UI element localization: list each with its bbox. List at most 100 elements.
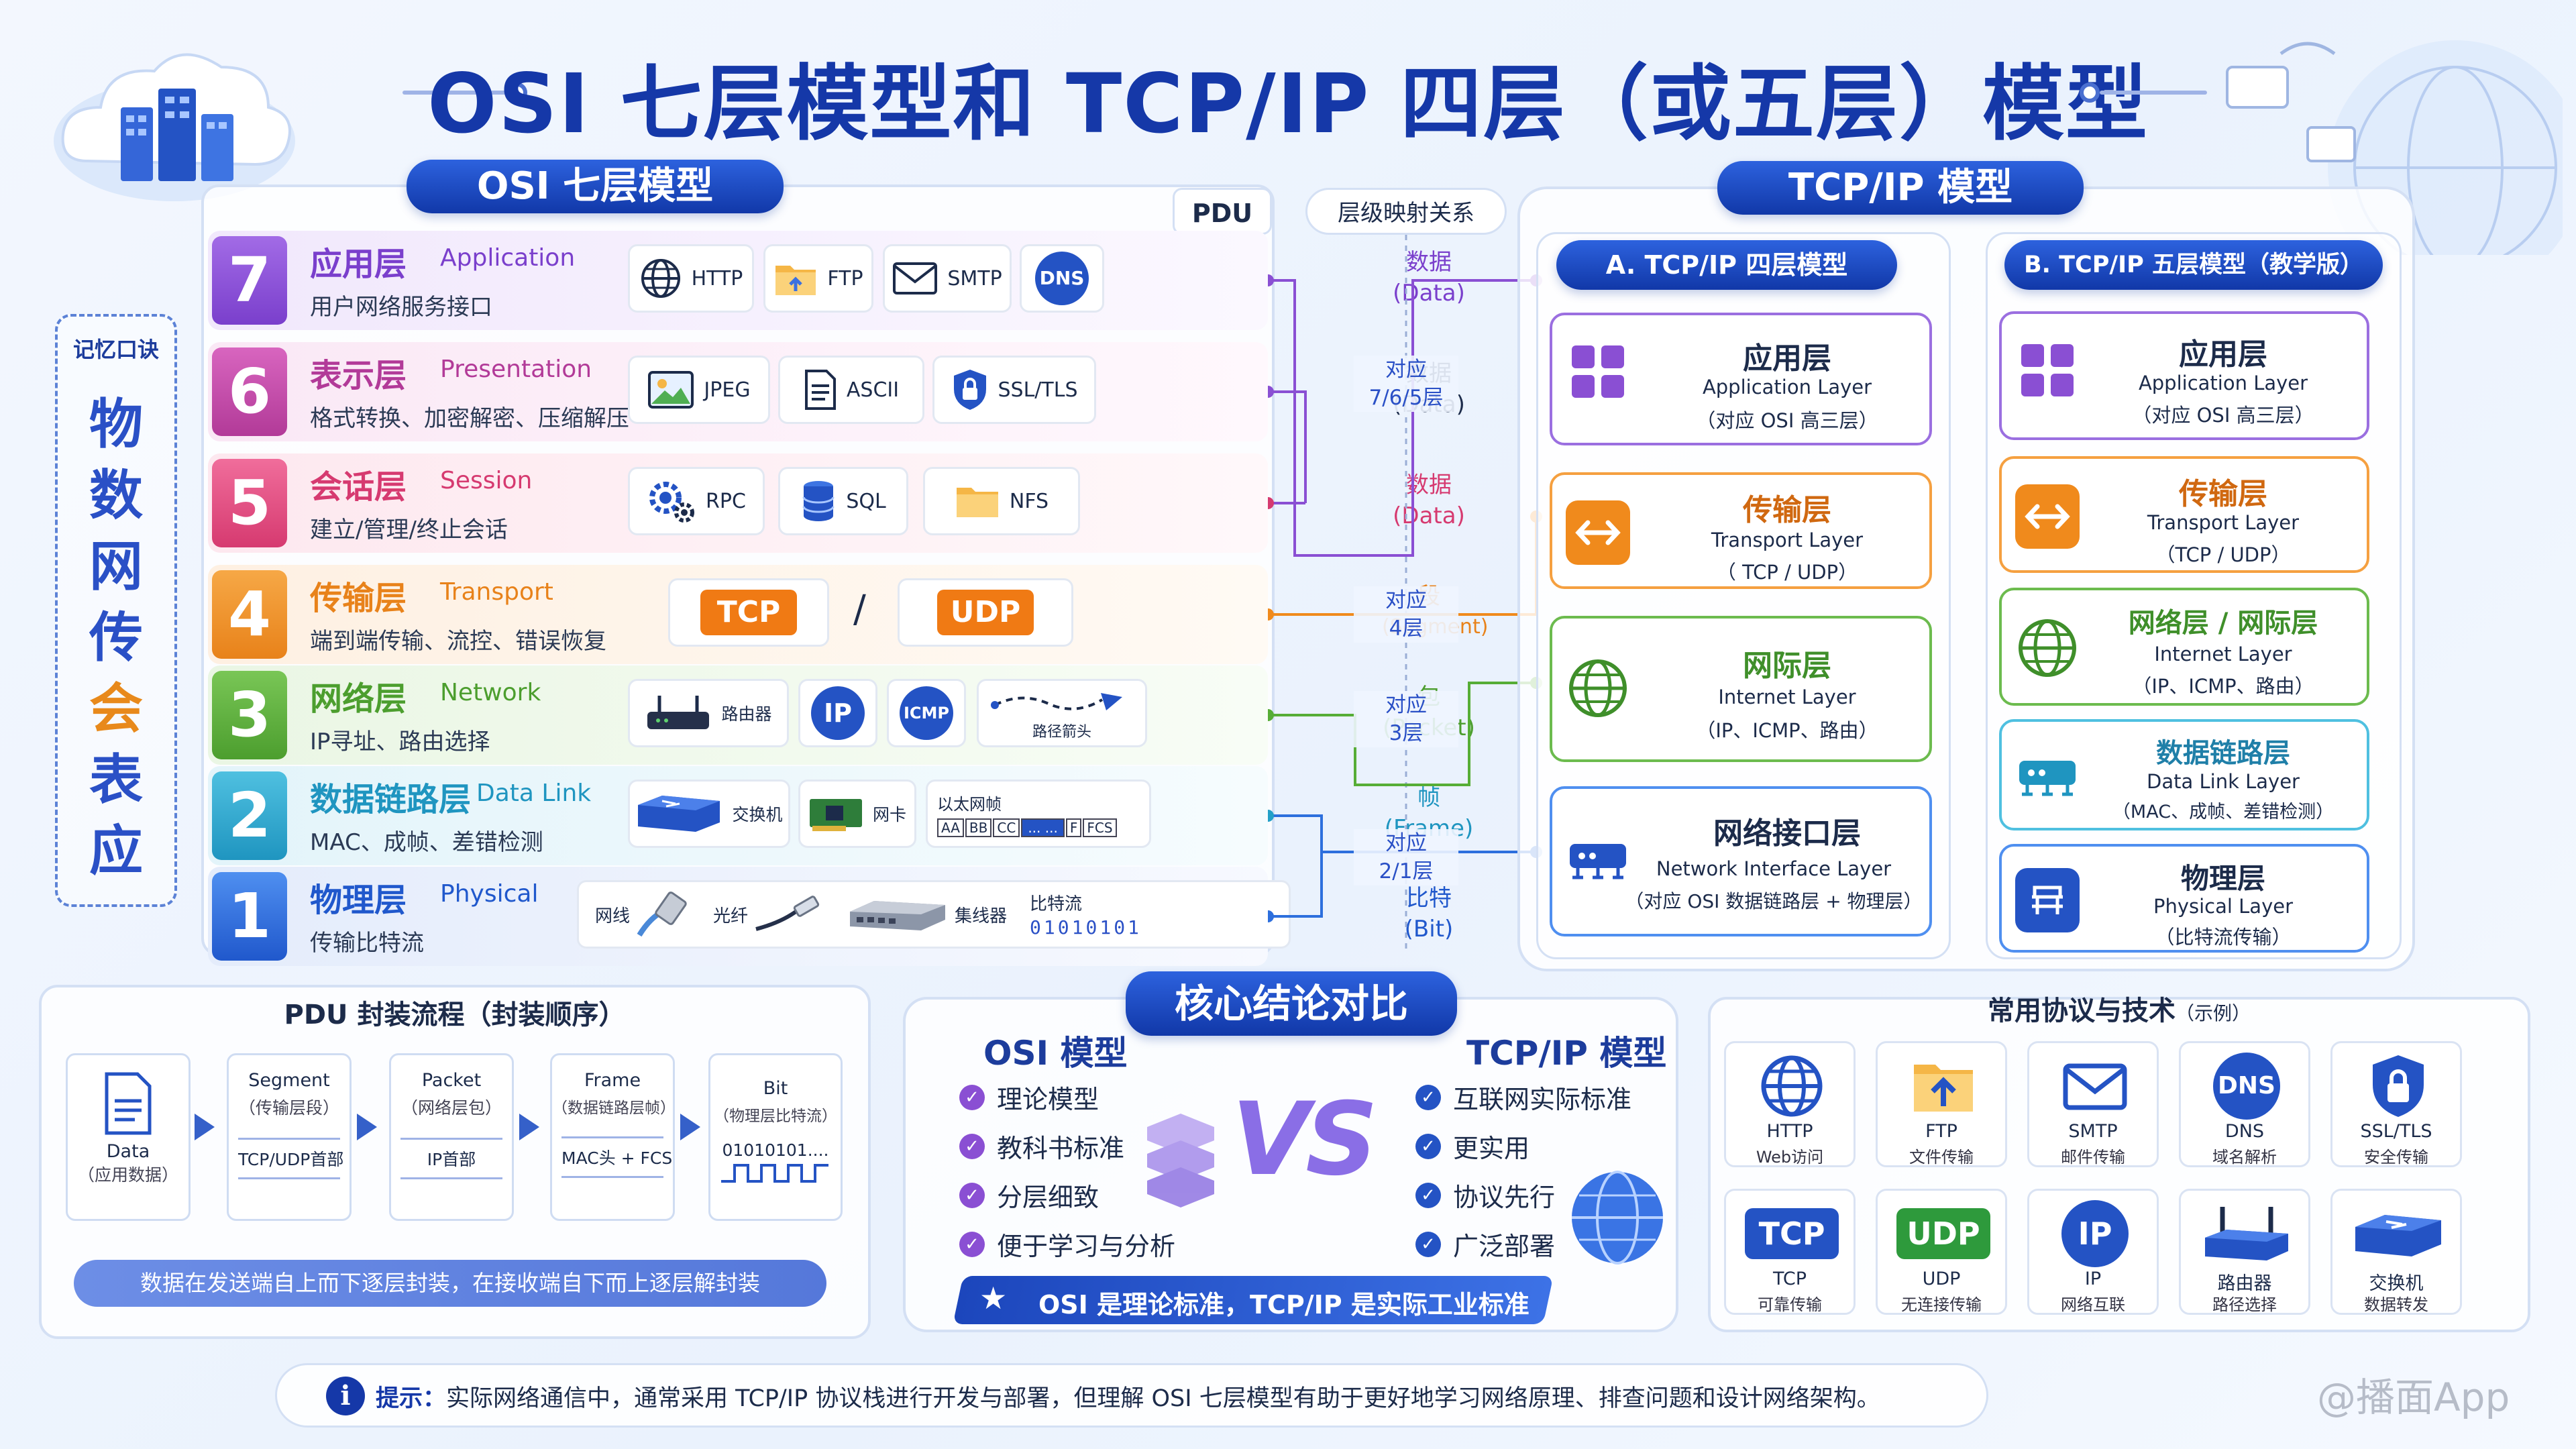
card-subtitle: Transport Layer <box>2147 511 2300 534</box>
encap-step-data: Data （应用数据） <box>66 1053 191 1221</box>
example-label: 比特流 <box>1030 894 1083 914</box>
tcp4-netif-card[interactable]: 网络接口层 Network Interface Layer （对应 OSI 数据… <box>1550 786 1932 936</box>
card-title: 传输层 <box>1743 493 1831 527</box>
card-title: 网际层 <box>1743 649 1831 683</box>
layer-name-en: Network <box>440 679 541 706</box>
globe-icon <box>641 259 680 298</box>
shield-lock-icon <box>953 370 986 410</box>
globe-illustration <box>1567 1167 1668 1268</box>
tcp5-network-card[interactable]: 网络层 / 网际层 Internet Layer （IP、ICMP、路由） <box>1999 588 2369 706</box>
pdu-header: PDU <box>1173 188 1272 235</box>
example-nic: 网卡 <box>798 780 916 848</box>
example-cable: 网线 光纤 集线器 比特流 01010101 <box>577 880 1291 949</box>
layer-name-en: Transport <box>440 578 553 606</box>
tcp-badge: TCP <box>700 590 797 635</box>
example-ascii: ASCII <box>778 356 924 424</box>
page-title: OSI 七层模型和 TCP/IP 四层（或五层）模型 <box>427 56 2149 152</box>
osi-layer-4[interactable]: 4 传输层 Transport 端到端传输、流控、错误恢复 TCP / UDP … <box>208 565 1488 664</box>
title-deco-dot-right <box>2080 83 2100 103</box>
check-icon: ✓ <box>1415 1133 1441 1159</box>
folder-upload-icon <box>1914 1065 1973 1112</box>
osi-compare-list: ✓理论模型 ✓教科书标准 ✓分层细致 ✓便于学习与分析 <box>959 1079 1175 1263</box>
folder-icon <box>956 488 998 517</box>
folder-icon <box>775 266 816 295</box>
layer-name-en: Data Link <box>476 780 592 807</box>
check-icon: ✓ <box>1415 1084 1441 1110</box>
protocol-router[interactable]: 路由器路径选择 <box>2179 1189 2310 1315</box>
example-label: 集线器 <box>955 906 1008 926</box>
encap-title: PDU 封装流程（封装顺序） <box>284 1000 626 1030</box>
ip-badge: IP <box>811 686 865 740</box>
switch-icon <box>638 796 720 832</box>
tcp5-transport-card[interactable]: 传输层 Transport Layer （TCP / UDP） <box>1999 456 2369 573</box>
protocols-title: 常用协议与技术（示例） <box>1987 996 2251 1026</box>
tip-bar <box>275 1363 1988 1428</box>
layer-desc: MAC、成帧、差错检测 <box>310 829 543 856</box>
card-title: 网络接口层 <box>1713 816 1861 851</box>
encap-note: 数据在发送端自上而下逐层封装，在接收端自下而上逐层解封装 <box>74 1260 826 1307</box>
osi-layer-1[interactable]: 1 物理层 Physical 传输比特流 网线 光纤 集线器 比特流 01010… <box>208 867 1453 966</box>
osi-header: OSI 七层模型 <box>407 160 784 213</box>
switch-icon <box>2355 1215 2441 1256</box>
tcp4-transport-card[interactable]: 传输层 Transport Layer （ TCP / UDP） <box>1550 472 1932 589</box>
card-title: 网络层 / 网际层 <box>2128 608 2318 639</box>
pdu-label: 比特(Bit) <box>1404 885 1454 943</box>
layer-number: 3 <box>212 671 287 759</box>
card-note: （MAC、成帧、差错检测） <box>2112 802 2334 822</box>
example-ip: IP <box>798 679 877 747</box>
tcpip-compare-title: TCP/IP 模型 <box>1466 1034 1667 1073</box>
tcp4-header: A. TCP/IP 四层模型 <box>1556 240 1897 290</box>
tcp5-datalink-card[interactable]: 数据链路层 Data Link Layer （MAC、成帧、差错检测） <box>1999 719 2369 830</box>
check-icon: ✓ <box>959 1231 985 1257</box>
osi-layer-6[interactable]: 6 表示层 Presentation 格式转换、加密解密、压缩解压 JPEG A… <box>208 342 1465 441</box>
physical-media-icon <box>2015 868 2080 932</box>
compare-title: 核心结论对比 <box>1126 971 1457 1036</box>
tcp5-app-card[interactable]: 应用层 Application Layer （对应 OSI 高三层） <box>1999 311 2369 440</box>
layer-name-en: Presentation <box>440 356 592 383</box>
osi-layer-3[interactable]: 3 网络层 Network IP寻址、路由选择 路由器 IP ICMP 路径箭头… <box>208 665 1475 765</box>
tcp5-physical-card[interactable]: 物理层 Physical Layer （比特流传输） <box>1999 844 2369 953</box>
tcp5-header: B. TCP/IP 五层模型（教学版） <box>2004 240 2383 290</box>
document-icon <box>804 370 836 410</box>
title-deco-line-right <box>2100 91 2207 95</box>
tip-text: 提示：实际网络通信中，通常采用 TCP/IP 协议栈进行开发与部署，但理解 OS… <box>376 1385 1880 1412</box>
osi-layer-2[interactable]: 2 数据链路层 Data Link MAC、成帧、差错检测 交换机 网卡 以太网… <box>208 766 1473 865</box>
protocol-switch[interactable]: 交换机数据转发 <box>2330 1189 2462 1315</box>
card-title: 应用层 <box>2179 337 2267 372</box>
flow-arrow <box>195 1114 215 1140</box>
tcp4-app-card[interactable]: 应用层 Application Layer （对应 OSI 高三层） <box>1550 313 1932 445</box>
layer-name-cn: 传输层 <box>310 580 407 617</box>
bitstream-box: 比特流 01010101 <box>1030 890 1142 938</box>
mapping-header: 层级映射关系 <box>1305 188 1507 235</box>
card-note: （比特流传输） <box>2155 926 2292 949</box>
dns-badge-icon: DNS <box>2213 1053 2280 1120</box>
osi-layer-7[interactable]: 7 应用层 Application 用户网络服务接口 HTTP FTP SMTP… <box>208 231 1465 330</box>
tcpip-header: TCP/IP 模型 <box>1717 161 2084 215</box>
card-subtitle: Internet Layer <box>2154 643 2292 665</box>
star-icon: ★ <box>979 1280 1008 1316</box>
card-note: （对应 OSI 高三层） <box>2132 404 2314 427</box>
example-label: HTTP <box>691 266 743 290</box>
card-note: （TCP / UDP） <box>2155 543 2291 566</box>
osi-layer-5[interactable]: 5 会话层 Session 建立/管理/终止会话 RPC SQL NFS 数据(… <box>208 453 1465 553</box>
icmp-badge: ICMP <box>900 686 953 740</box>
layer-name-cn: 数据链路层 <box>310 781 472 818</box>
example-label: RPC <box>706 489 746 513</box>
layer-name-cn: 网络层 <box>310 680 407 718</box>
nic-card-icon <box>809 799 862 831</box>
udp-badge: UDP <box>937 590 1034 635</box>
layer-number: 7 <box>212 236 287 325</box>
tcp4-internet-card[interactable]: 网际层 Internet Layer （IP、ICMP、路由） <box>1550 616 1932 762</box>
mnemonic-char: 物 <box>89 393 143 455</box>
frame-cells: AA BB CC ... ... F FCS <box>937 818 1117 837</box>
